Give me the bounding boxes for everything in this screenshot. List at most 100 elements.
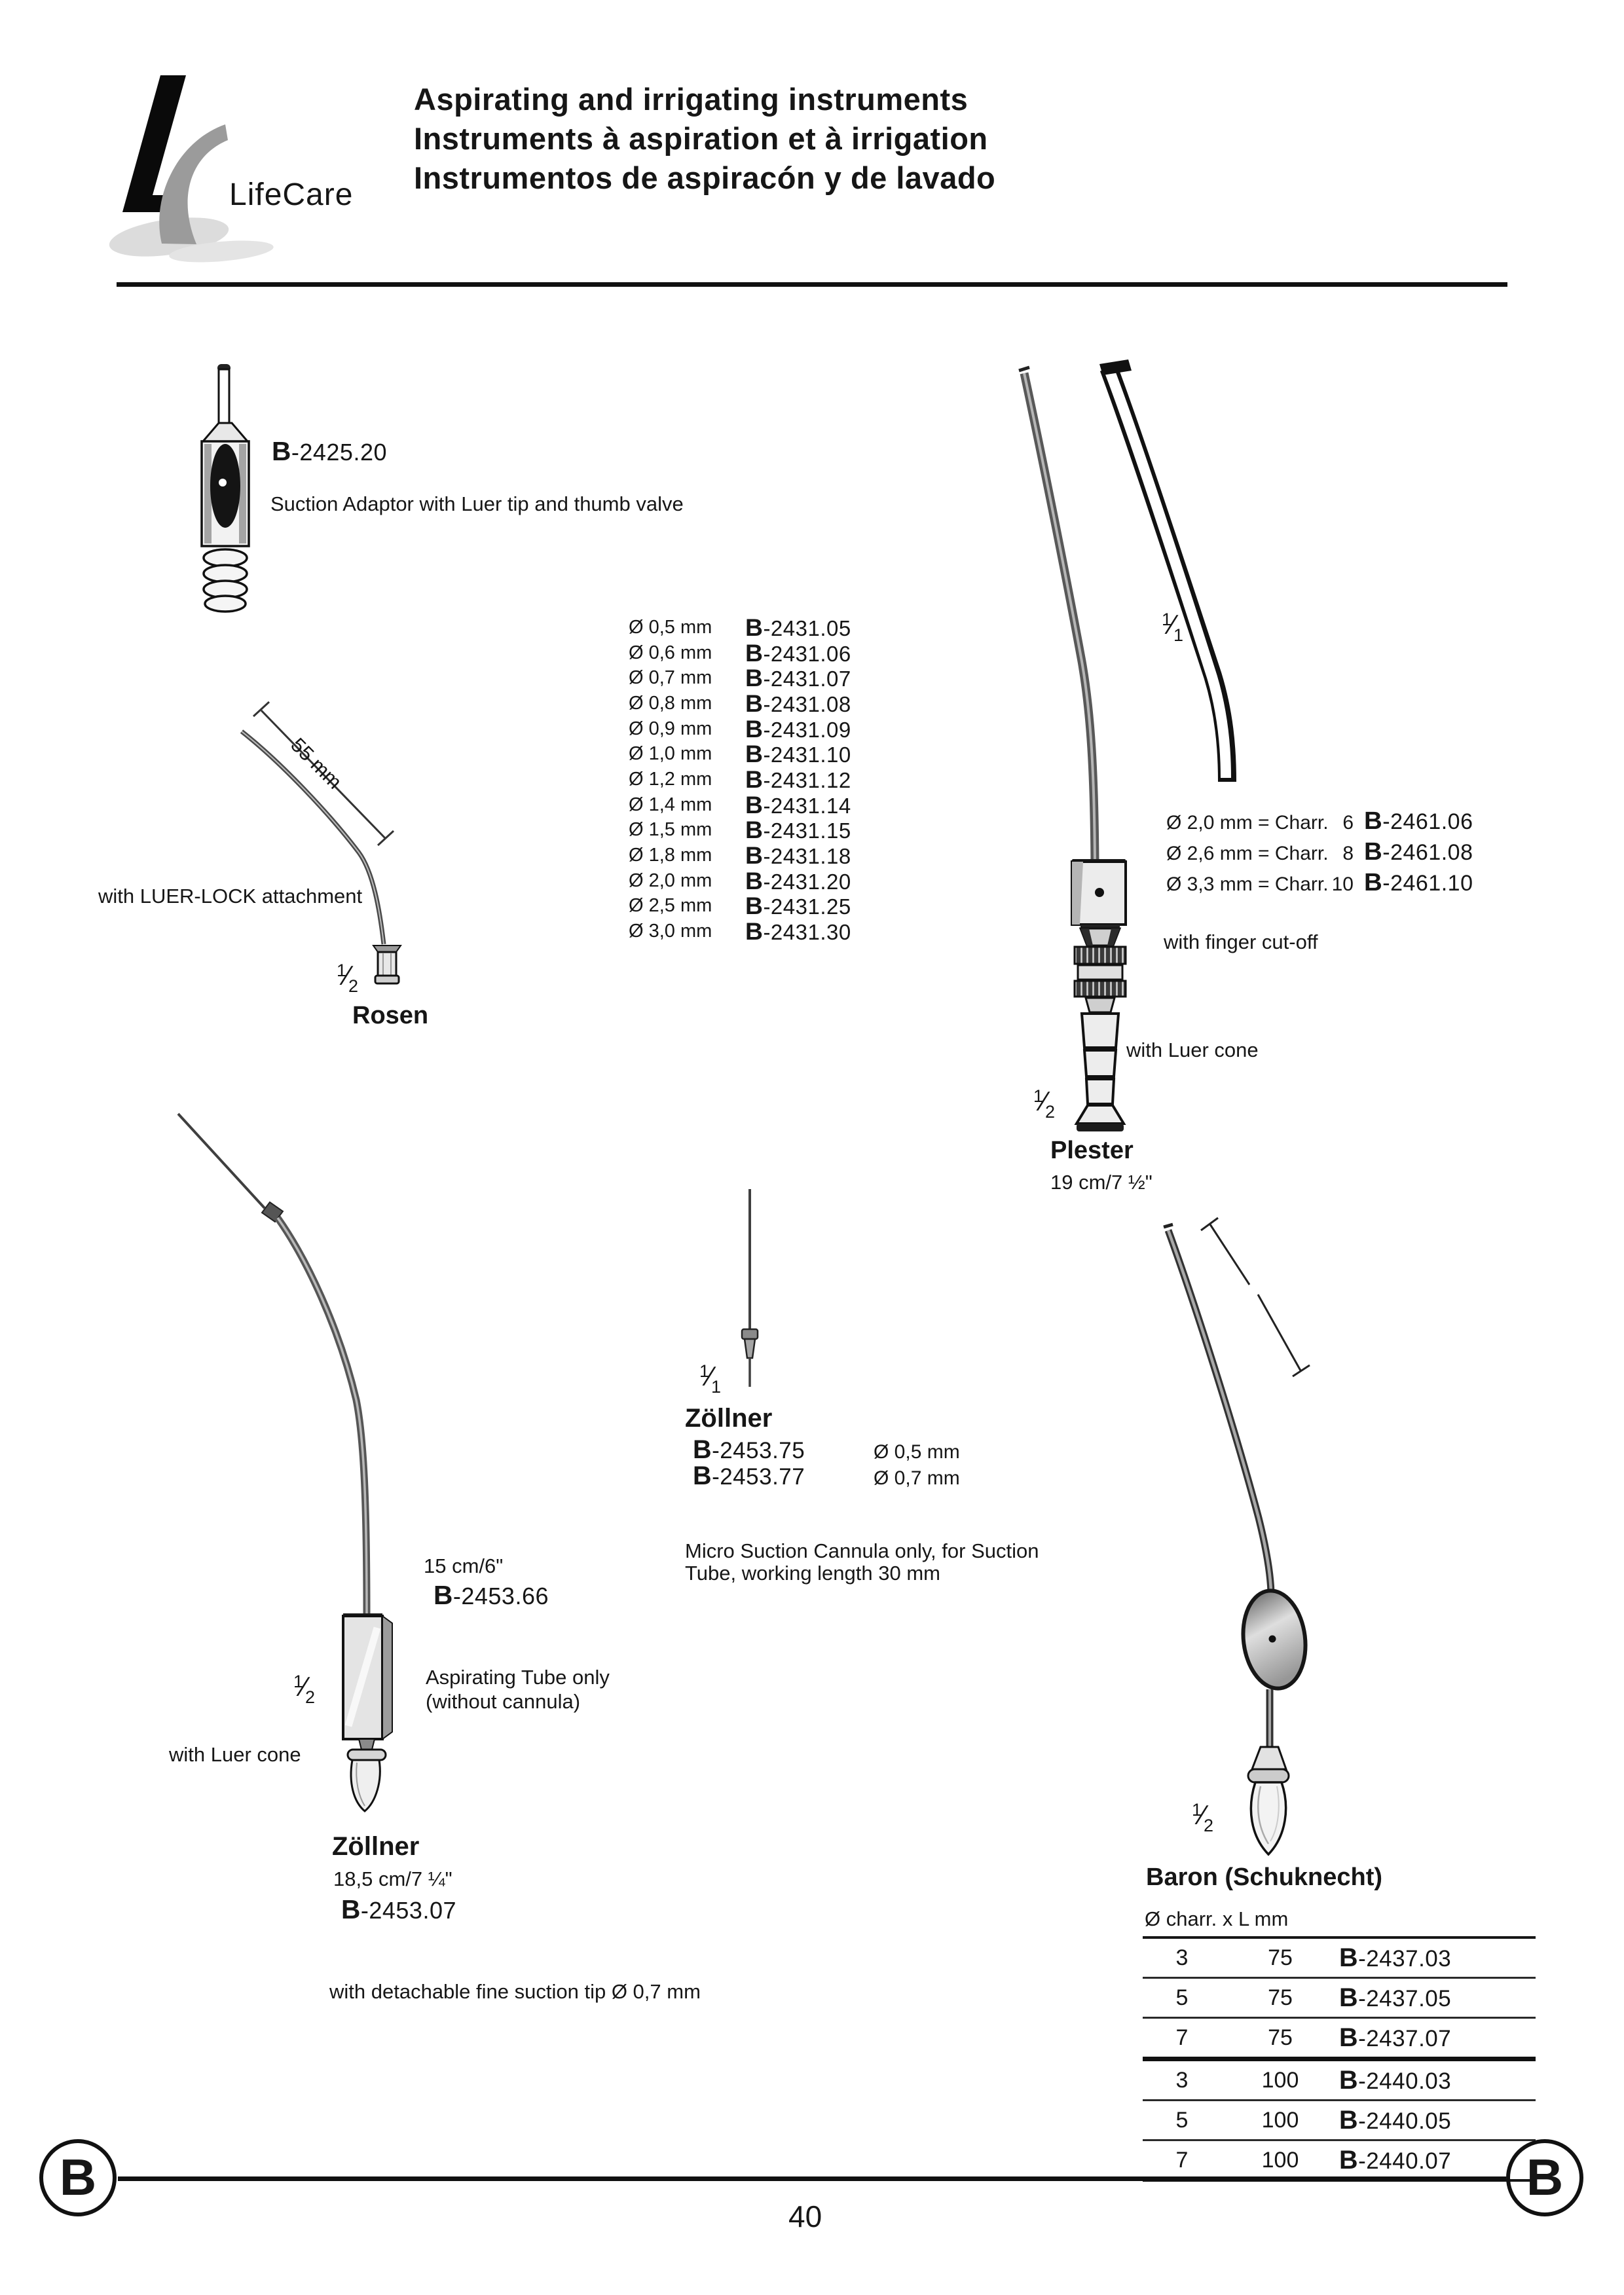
plester-size-row: Ø 2,0 mm = Charr. 6 B-2461.06 <box>1166 807 1473 837</box>
zollner-aspirating-tube-drawing <box>177 1112 393 1812</box>
plester-code: B-2461.06 <box>1364 807 1473 835</box>
cannula-size-list: Ø 0,5 mm B-2431.05 Ø 0,6 mm B-2431.06 Ø … <box>629 614 851 946</box>
baron-charr: 7 <box>1175 2025 1189 2050</box>
plester-finger-note: with finger cut-off <box>1164 930 1318 953</box>
cannula-code: B-2431.14 <box>745 790 851 818</box>
baron-name: Baron (Schuknecht) <box>1146 1864 1383 1891</box>
baron-table-row: 3 75 B-2437.03 <box>1143 1939 1536 1979</box>
rosen-drawing <box>240 701 402 985</box>
cannula-size-row: Ø 1,4 mm B-2431.14 <box>629 790 851 818</box>
cannula-size-row: Ø 2,5 mm B-2431.25 <box>629 892 851 920</box>
scale-marker-zollner-micro: 1⁄1 <box>699 1361 722 1397</box>
zollner-tube-length: 15 cm/6" <box>424 1554 504 1577</box>
baron-table-group-100: 3 100 B-2440.03 5 100 B-2440.05 7 100 B-… <box>1143 2061 1536 2182</box>
plester-length: 19 cm/7 ½" <box>1050 1171 1153 1194</box>
cannula-diameter: Ø 1,0 mm <box>629 743 712 765</box>
plester-charr-number: 6 <box>1342 812 1354 834</box>
plester-size-row: Ø 2,6 mm = Charr. 8 B-2461.08 <box>1166 837 1473 868</box>
rosen-note: with LUER-LOCK attachment <box>98 885 363 908</box>
plester-diameter: Ø 3,3 mm = Charr. <box>1166 873 1329 895</box>
suction-adaptor-description: Suction Adaptor with Luer tip and thumb … <box>270 492 684 515</box>
brand-text: LifeCare <box>229 177 354 212</box>
baron-table-row: 5 100 B-2440.05 <box>1143 2101 1536 2141</box>
plester-size-row: Ø 3,3 mm = Charr. 10 B-2461.10 <box>1166 868 1473 899</box>
zollner-tube-name: Zöllner <box>332 1832 420 1861</box>
rosen-name: Rosen <box>352 1002 429 1029</box>
zollner-micro-row: B-2453.77 Ø 0,7 mm <box>693 1461 960 1490</box>
cannula-size-row: Ø 0,6 mm B-2431.06 <box>629 639 851 667</box>
plester-code: B-2461.08 <box>1364 837 1473 866</box>
baron-table-row: 7 75 B-2437.07 <box>1143 2019 1536 2057</box>
page-title-en: Aspirating and irrigating instruments <box>414 82 969 117</box>
zollner-micro-code: B-2453.75 <box>693 1435 805 1464</box>
baron-table-row: 5 75 B-2437.05 <box>1143 1979 1536 2019</box>
cannula-code: B-2431.15 <box>745 816 851 844</box>
cannula-size-row: Ø 3,0 mm B-2431.30 <box>629 917 851 946</box>
baron-length: 100 <box>1261 2067 1299 2093</box>
zollner-tip-note: with detachable fine suction tip Ø 0,7 m… <box>329 1980 701 2003</box>
baron-table-row: 7 100 B-2440.07 <box>1143 2141 1536 2179</box>
cannula-code: B-2431.07 <box>745 664 851 692</box>
scale-marker-rosen: 1⁄2 <box>337 960 359 996</box>
baron-drawing <box>1163 1217 1310 1856</box>
baron-length: 75 <box>1268 1945 1293 1970</box>
cannula-code: B-2431.18 <box>745 841 851 870</box>
cannula-diameter: Ø 0,6 mm <box>629 642 712 663</box>
zollner-micro-list: B-2453.75 Ø 0,5 mm B-2453.77 Ø 0,7 mm <box>693 1435 960 1490</box>
baron-code: B-2440.07 <box>1339 2145 1452 2175</box>
zollner-tube-code: B-2453.66 <box>434 1580 549 1610</box>
plester-diameter: Ø 2,6 mm = Charr. <box>1166 843 1329 864</box>
cannula-diameter: Ø 0,8 mm <box>629 692 712 714</box>
cannula-size-row: Ø 0,5 mm B-2431.05 <box>629 614 851 641</box>
cannula-code: B-2431.09 <box>745 714 851 743</box>
baron-charr: 5 <box>1175 1985 1189 2010</box>
plester-code: B-2461.10 <box>1364 868 1473 896</box>
zollner-total-length: 18,5 cm/7 ¼" <box>333 1867 452 1890</box>
scale-marker-plester-tubes: 1⁄1 <box>1162 609 1184 645</box>
zollner-tube-description: Aspirating Tube only (without cannula) <box>426 1666 610 1713</box>
lifecare-logo <box>109 75 274 263</box>
baron-code: B-2437.07 <box>1339 2023 1452 2052</box>
baron-code: B-2440.03 <box>1339 2065 1452 2095</box>
header-divider <box>117 282 1507 287</box>
zollner-luer-note: with Luer cone <box>169 1743 301 1766</box>
footer-divider <box>118 2176 1506 2181</box>
zollner-micro-cannula-drawing <box>741 1189 759 1387</box>
cannula-size-row: Ø 2,0 mm B-2431.20 <box>629 866 851 894</box>
baron-charr: 3 <box>1175 2067 1189 2093</box>
cannula-diameter: Ø 0,5 mm <box>629 616 712 638</box>
baron-charr: 7 <box>1175 2147 1189 2173</box>
baron-code: B-2437.03 <box>1339 1943 1452 1972</box>
footer-section-badge-left: B <box>39 2139 117 2216</box>
plester-diameter: Ø 2,0 mm = Charr. <box>1166 812 1329 834</box>
cannula-code: B-2431.20 <box>745 866 851 894</box>
baron-charr: 3 <box>1175 1945 1189 1970</box>
suction-adaptor-drawing <box>200 364 250 613</box>
scale-marker-plester: 1⁄2 <box>1033 1086 1056 1122</box>
zollner-micro-description: Micro Suction Cannula only, for Suction … <box>685 1539 1039 1585</box>
cannula-diameter: Ø 0,7 mm <box>629 667 712 689</box>
cannula-diameter: Ø 1,2 mm <box>629 768 712 790</box>
baron-columns-header: Ø charr. x L mm <box>1145 1907 1289 1930</box>
cannula-code: B-2431.12 <box>745 765 851 793</box>
cannula-size-row: Ø 1,2 mm B-2431.12 <box>629 765 851 793</box>
plester-charr-number: 8 <box>1342 843 1354 864</box>
cannula-size-row: Ø 1,8 mm B-2431.18 <box>629 841 851 870</box>
cannula-code: B-2431.30 <box>745 917 851 946</box>
zollner-micro-diameter: Ø 0,7 mm <box>874 1467 960 1489</box>
cannula-size-row: Ø 1,0 mm B-2431.10 <box>629 740 851 767</box>
cannula-size-row: Ø 0,7 mm B-2431.07 <box>629 664 851 692</box>
plester-drawing <box>1018 359 1236 1131</box>
cannula-diameter: Ø 1,8 mm <box>629 845 712 866</box>
cannula-code: B-2431.08 <box>745 689 851 717</box>
baron-table: 3 75 B-2437.03 5 75 B-2437.05 7 75 B-243… <box>1143 1936 1536 2182</box>
plester-name: Plester <box>1050 1137 1134 1164</box>
baron-table-group-75: 3 75 B-2437.03 5 75 B-2437.05 7 75 B-243… <box>1143 1939 1536 2061</box>
suction-adaptor-code: B-2425.20 <box>272 436 387 466</box>
plester-size-list: Ø 2,0 mm = Charr. 6 B-2461.06 Ø 2,6 mm =… <box>1166 807 1473 899</box>
cannula-diameter: Ø 1,4 mm <box>629 794 712 815</box>
cannula-diameter: Ø 0,9 mm <box>629 718 712 739</box>
baron-length: 75 <box>1268 2025 1293 2050</box>
cannula-code: B-2431.25 <box>745 892 851 920</box>
